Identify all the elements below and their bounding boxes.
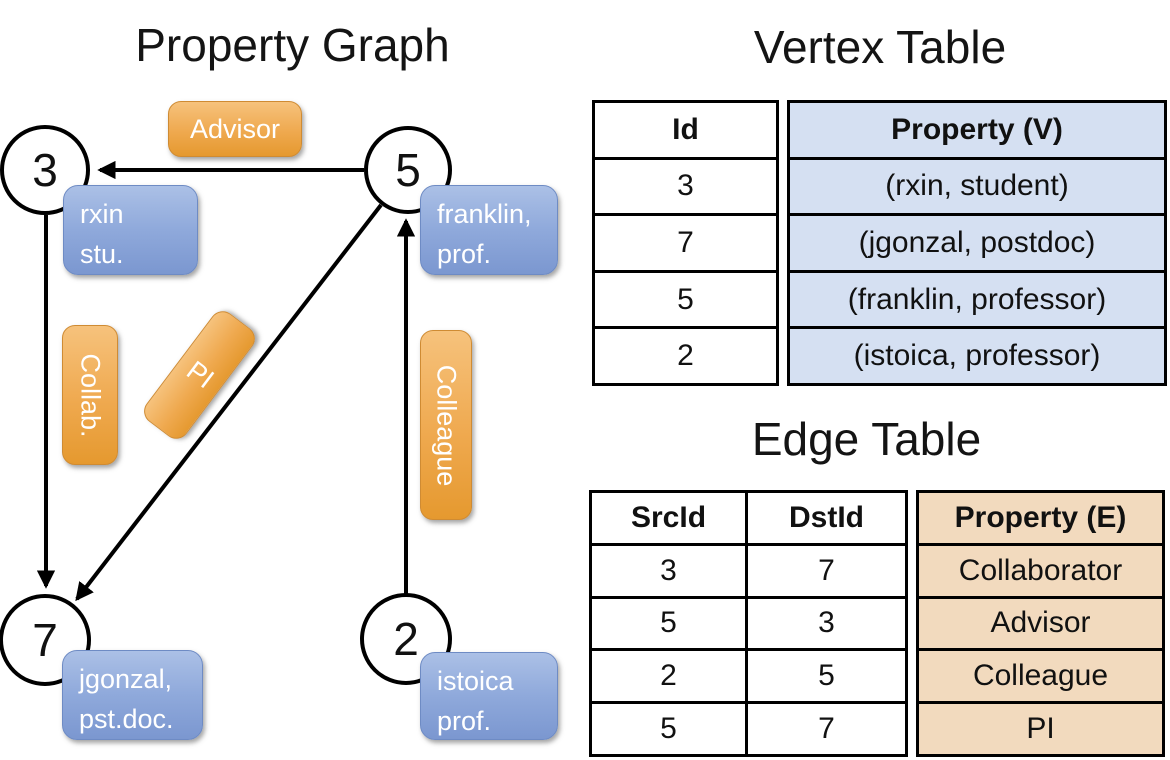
node-5-label: 5 bbox=[395, 144, 421, 196]
vertex-table-id-cell: 7 bbox=[595, 213, 776, 270]
edge-table-srcid-cell: 5 bbox=[592, 595, 745, 649]
node-5-property-line1: franklin, bbox=[437, 199, 532, 229]
edge-table-dstid-cell: 3 bbox=[748, 595, 905, 649]
vertex-table-id-cell: 2 bbox=[595, 326, 776, 383]
edge-table-dstid-header: DstId bbox=[789, 500, 864, 534]
vertex-table-property-cell: (franklin, professor) bbox=[790, 269, 1164, 327]
node-7-property-line2: pst.doc. bbox=[79, 703, 174, 734]
edge-label-advisor: Advisor bbox=[168, 101, 302, 157]
vertex-table-id-column: Id 3 7 5 2 bbox=[592, 100, 779, 386]
edge-label-colleague-text: Colleague bbox=[431, 364, 462, 486]
edge-pi-5-to-7 bbox=[75, 203, 383, 602]
edge-table-srcid-header: SrcId bbox=[630, 500, 707, 534]
node-7-label: 7 bbox=[32, 614, 58, 666]
node-5-property-box: franklin, prof. bbox=[420, 185, 558, 275]
edge-table-property-column: Property (E) Collaborator Advisor Collea… bbox=[916, 490, 1165, 757]
edge-table-srcid-cell: 5 bbox=[592, 701, 745, 754]
edge-table-srcid-column: SrcId 3 5 2 5 bbox=[592, 493, 745, 754]
node-5-property-line2: prof. bbox=[437, 238, 492, 269]
edge-label-collab-text: Collab. bbox=[75, 352, 106, 438]
edge-table-dstid-cell: 5 bbox=[748, 648, 905, 701]
vertex-table-property-header: Property (V) bbox=[891, 112, 1063, 146]
property-graph-title: Property Graph bbox=[135, 19, 450, 71]
edge-table-property-cell: Advisor bbox=[919, 595, 1162, 649]
edge-table-title: Edge Table bbox=[751, 413, 982, 465]
edge-table-property-cell: PI bbox=[919, 701, 1162, 754]
edge-table-property-cell: Colleague bbox=[919, 648, 1162, 701]
node-7-property-line1: jgonzal, bbox=[79, 664, 173, 694]
vertex-table-id-cell: 5 bbox=[595, 269, 776, 327]
node-5: 5 bbox=[364, 126, 452, 214]
edge-table-property-header: Property (E) bbox=[954, 500, 1127, 534]
node-3-label: 3 bbox=[32, 144, 58, 196]
node-2: 2 bbox=[360, 593, 452, 685]
vertex-table-id-cell: 3 bbox=[595, 156, 776, 214]
edge-table-dstid-cell: 7 bbox=[748, 701, 905, 754]
edge-label-advisor-text: Advisor bbox=[189, 113, 281, 144]
node-2-property-line2: prof. bbox=[437, 705, 492, 736]
edge-table-property-cell: Collaborator bbox=[919, 542, 1162, 596]
edge-label-colleague: Colleague bbox=[420, 330, 472, 520]
edge-table-srcid-cell: 2 bbox=[592, 648, 745, 701]
edge-label-collab: Collab. bbox=[62, 325, 118, 465]
vertex-table-id-header: Id bbox=[672, 112, 699, 146]
node-2-property-box: istoica prof. bbox=[420, 652, 558, 740]
vertex-table-property-cell: (rxin, student) bbox=[790, 156, 1164, 214]
edge-table-id-columns: SrcId 3 5 2 5 DstId 7 3 5 7 bbox=[589, 490, 908, 757]
graph-edges-canvas bbox=[36, 160, 416, 602]
vertex-table-property-cell: (istoica, professor) bbox=[790, 326, 1164, 383]
node-7-property-box: jgonzal, pst.doc. bbox=[62, 650, 203, 740]
edge-label-pi-text: PI bbox=[180, 354, 220, 395]
node-3-property-line1: rxin bbox=[80, 199, 124, 229]
vertex-table-title: Vertex Table bbox=[753, 21, 1007, 73]
edge-table-dstid-cell: 7 bbox=[748, 542, 905, 596]
vertex-table-property-column: Property (V) (rxin, student) (jgonzal, p… bbox=[787, 100, 1167, 386]
node-2-property-line1: istoica bbox=[437, 666, 514, 696]
edge-table-dstid-column: DstId 7 3 5 7 bbox=[745, 493, 905, 754]
edge-table-srcid-cell: 3 bbox=[592, 542, 745, 596]
node-3-property-box: rxin stu. bbox=[63, 185, 198, 275]
node-2-label: 2 bbox=[393, 613, 419, 665]
node-3-property-line2: stu. bbox=[80, 238, 124, 269]
vertex-table-property-cell: (jgonzal, postdoc) bbox=[790, 213, 1164, 270]
